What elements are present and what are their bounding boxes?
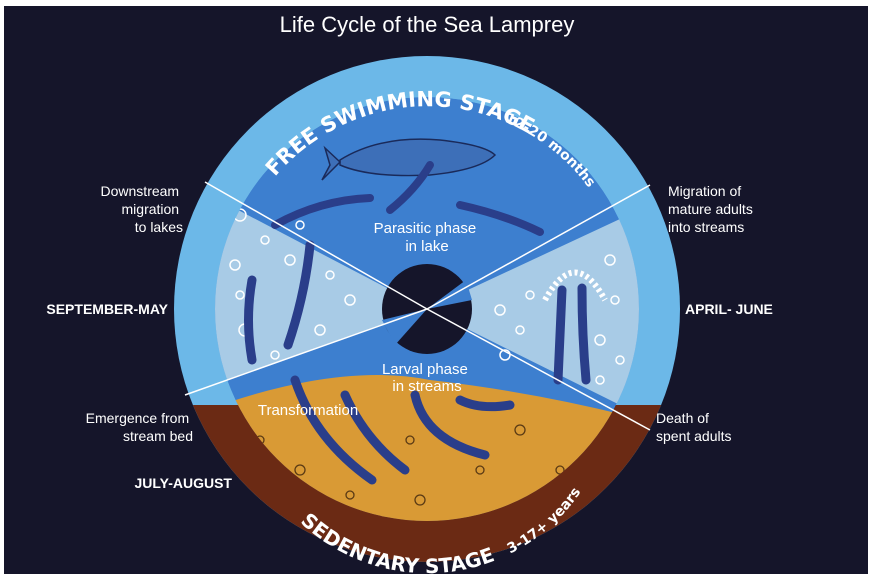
lamprey-adult-2: [582, 288, 586, 380]
lamprey-adult-1: [558, 290, 562, 380]
diagram-title: Life Cycle of the Sea Lamprey: [280, 12, 575, 37]
death-adults-label: Death of spent adults: [656, 410, 732, 444]
emergence-label: Emergence from stream bed: [86, 410, 193, 444]
larval-phase-label: Larval phase in streams: [382, 361, 472, 395]
september-may-label: SEPTEMBER-MAY: [46, 301, 168, 317]
downstream-migration-label: Downstream migration to lakes: [101, 183, 183, 235]
april-june-label: APRIL- JUNE: [685, 301, 773, 317]
migration-adults-label: Migration of mature adults into streams: [668, 183, 757, 235]
lamprey-downstream-1: [249, 280, 253, 360]
transformation-label: Transformation: [258, 402, 358, 419]
july-august-label: JULY-AUGUST: [134, 475, 232, 491]
